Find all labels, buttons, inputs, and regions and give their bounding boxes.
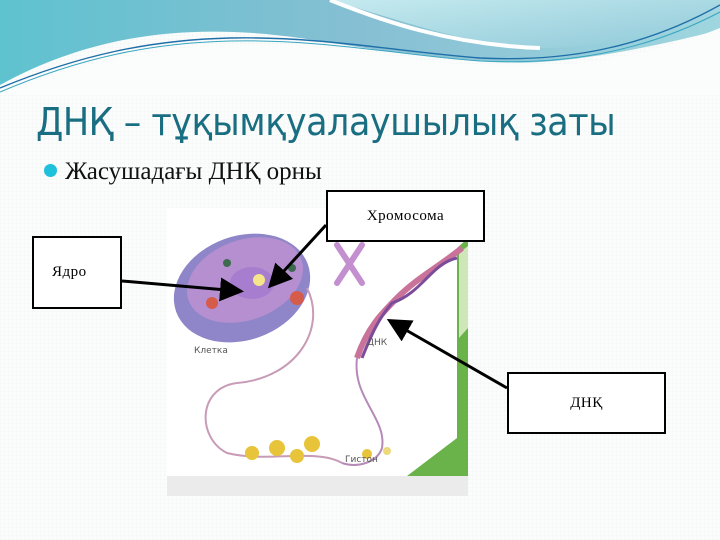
header-wave-decoration bbox=[0, 0, 720, 95]
bullet-text: Жасушадағы ДНҚ орны bbox=[65, 158, 322, 185]
bullet-dot-icon bbox=[44, 163, 57, 177]
cell-dna-illustration: Клетка ДНК Гистон bbox=[167, 208, 468, 496]
slide-title: ДНҚ – тұқымқуалаушылық заты bbox=[36, 100, 616, 144]
figure-label-histone: Гистон bbox=[345, 455, 378, 465]
callout-dna: ДНҚ bbox=[507, 372, 666, 434]
figure-label-cell: Клетка bbox=[194, 346, 228, 356]
callout-chromosome: Хромосома bbox=[326, 190, 485, 242]
bullet-item: Жасушадағы ДНҚ орны bbox=[44, 158, 322, 186]
figure-label-dna: ДНК bbox=[367, 338, 388, 348]
callout-nucleus: Ядро bbox=[32, 236, 122, 309]
